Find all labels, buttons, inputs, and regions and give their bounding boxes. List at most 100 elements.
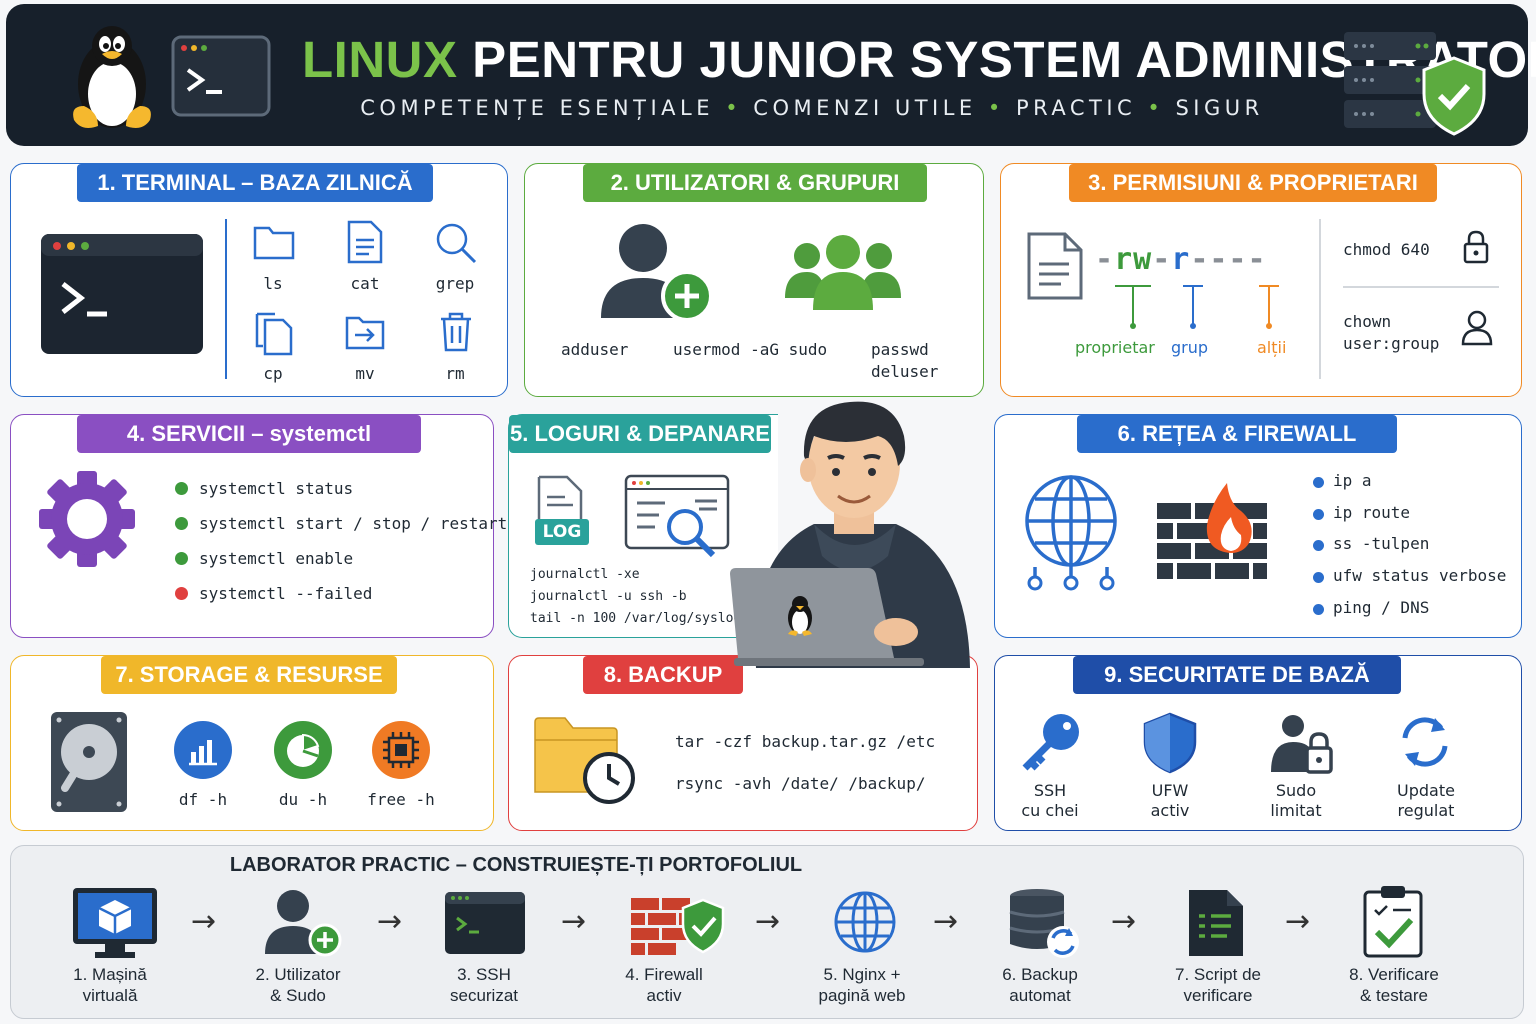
cmd-grep: grep: [435, 274, 475, 293]
cmd-ip-a: ip a: [1333, 471, 1372, 490]
lab-arrow: →: [933, 904, 959, 939]
step-line: & testare: [1359, 986, 1429, 1005]
gear-icon: [39, 471, 135, 567]
page-title: LINUX PENTRU JUNIOR SYSTEM ADMINISTRATOR: [302, 30, 1536, 89]
perm-group: r: [1171, 242, 1191, 277]
cmd-ss: ss -tulpen: [1333, 534, 1430, 553]
sec-sudo-line1: Sudo: [1275, 781, 1317, 800]
panel-terminal: 1. TERMINAL – BAZA ZILNICĂ ls cat grep c…: [10, 163, 508, 397]
step-line: virtuală: [82, 986, 138, 1005]
panel-storage-title: 7. STORAGE & RESURSE: [101, 656, 397, 694]
step-line: 3. SSH: [457, 965, 511, 984]
net-bullet: [1313, 477, 1324, 488]
sec-update-line2: regulat: [1397, 801, 1455, 820]
cmd-chown: chown: [1343, 312, 1392, 331]
panel-backup: 8. BACKUP tar -czf backup.tar.gz /etc rs…: [508, 655, 978, 831]
move-icon: [345, 316, 385, 350]
panel-storage: 7. STORAGE & RESURSE df -h du -h free -h: [10, 655, 494, 831]
perm-type: -: [1095, 242, 1115, 277]
cmd-tar: tar -czf backup.tar.gz /etc: [675, 732, 936, 751]
page-subtitle: COMPETENȚE ESENȚIALE • COMENZI UTILE • P…: [360, 96, 1264, 120]
cmd-cp: cp: [263, 364, 283, 383]
ssh-terminal-icon: [445, 892, 525, 954]
terminal-window-icon: [171, 35, 271, 117]
cmd-du: du -h: [278, 790, 328, 809]
svc-failed: systemctl --failed: [199, 584, 373, 603]
cmd-df: df -h: [178, 790, 228, 809]
cmd-tail-syslog: tail -n 100 /var/log/syslog: [530, 611, 742, 626]
label-owner: proprietar: [1075, 338, 1155, 357]
perm-owner: rw: [1114, 242, 1153, 277]
cmd-passwd: passwd: [871, 340, 929, 359]
perm-others: ----: [1190, 242, 1267, 277]
step-line: 4. Firewall: [625, 965, 703, 984]
lab-section: LABORATOR PRACTIC – CONSTRUIEȘTE-ȚI PORT…: [10, 845, 1524, 1019]
server-shield-icon: [1344, 32, 1486, 136]
memory-chip-icon: [372, 721, 430, 779]
cmd-chmod: chmod 640: [1343, 240, 1430, 259]
shield-icon: [1143, 712, 1197, 774]
sec-update-line1: Update: [1397, 781, 1455, 800]
cmd-deluser: deluser: [871, 362, 939, 381]
lab-step-1: 1. Mașină virtuală: [35, 964, 185, 1006]
perm-dash: -: [1152, 242, 1172, 277]
user-icon: [1461, 310, 1493, 346]
cmd-rsync: rsync -avh /date/ /backup/: [675, 774, 926, 793]
divider: [1343, 286, 1499, 288]
cmd-ls: ls: [263, 274, 283, 293]
lab-step-8: 8. Verificare& testare: [1319, 964, 1469, 1006]
cmd-mv: mv: [355, 364, 375, 383]
cmd-adduser: adduser: [561, 340, 629, 359]
add-user-icon: [601, 224, 713, 322]
globe-network-icon: [1025, 475, 1117, 591]
cmd-chown-arg: user:group: [1343, 334, 1440, 353]
cmd-journalctl-ssh: journalctl -u ssh -b: [530, 589, 687, 604]
lab-arrow: →: [1285, 904, 1311, 939]
web-globe-icon: [834, 891, 896, 953]
net-bullet: [1313, 572, 1324, 583]
lab-title: LABORATOR PRACTIC – CONSTRUIEȘTE-ȚI PORT…: [229, 854, 803, 876]
divider: [225, 219, 227, 379]
status-dot-green: [175, 552, 188, 565]
tux-penguin-icon: [73, 26, 151, 128]
panel-permissions: 3. PERMISIUNI & PROPRIETARI -rw-r---- pr…: [1000, 163, 1522, 397]
panel-services-title: 4. SERVICII – systemctl: [77, 415, 421, 453]
step-line: 7. Script de: [1175, 965, 1261, 984]
cmd-cat: cat: [350, 274, 380, 293]
hard-drive-icon: [51, 712, 127, 812]
step-line: 1. Mașină: [73, 965, 147, 984]
panel-security-title: 9. SECURITATE DE BAZĂ: [1073, 656, 1401, 694]
status-dot-green: [175, 482, 188, 495]
permission-brackets: [1115, 285, 1279, 329]
panel-users: 2. UTILIZATORI & GRUPURI adduser usermod…: [524, 163, 984, 397]
file-icon: [1027, 232, 1083, 300]
lab-step-6: 6. Backup automat: [965, 964, 1115, 1006]
group-icon: [785, 235, 901, 310]
net-bullet: [1313, 540, 1324, 551]
bar-chart-icon: [174, 721, 232, 779]
step-line: automat: [1009, 986, 1071, 1005]
step-line: 2. Utilizator: [255, 965, 341, 984]
panel-backup-title: 8. BACKUP: [583, 656, 743, 694]
subtitle-part: COMENZI UTILE: [753, 96, 977, 120]
cmd-free: free -h: [367, 790, 435, 809]
step-line: activ: [646, 986, 682, 1005]
magnifier-icon: [436, 223, 477, 264]
step-line: pagină web: [818, 986, 906, 1005]
svc-start-stop: systemctl start / stop / restart: [199, 514, 508, 533]
firewall-icon: [1157, 483, 1267, 579]
lock-icon: [1463, 230, 1489, 264]
sec-sudo-line2: limitat: [1270, 801, 1322, 820]
net-bullet: [1313, 509, 1324, 520]
step-line: 6. Backup: [1002, 965, 1078, 984]
database-backup-icon: [1009, 889, 1079, 958]
panel-security: 9. SECURITATE DE BAZĂ SSH cu chei UFW ac…: [994, 655, 1522, 831]
lab-step-2: 2. Utilizator& Sudo: [223, 964, 373, 1006]
folder-icon: [253, 226, 295, 260]
net-bullet: [1313, 604, 1324, 615]
pie-chart-icon: [274, 721, 332, 779]
user-lock-icon: [1271, 715, 1333, 774]
lab-arrow: →: [1111, 904, 1137, 939]
